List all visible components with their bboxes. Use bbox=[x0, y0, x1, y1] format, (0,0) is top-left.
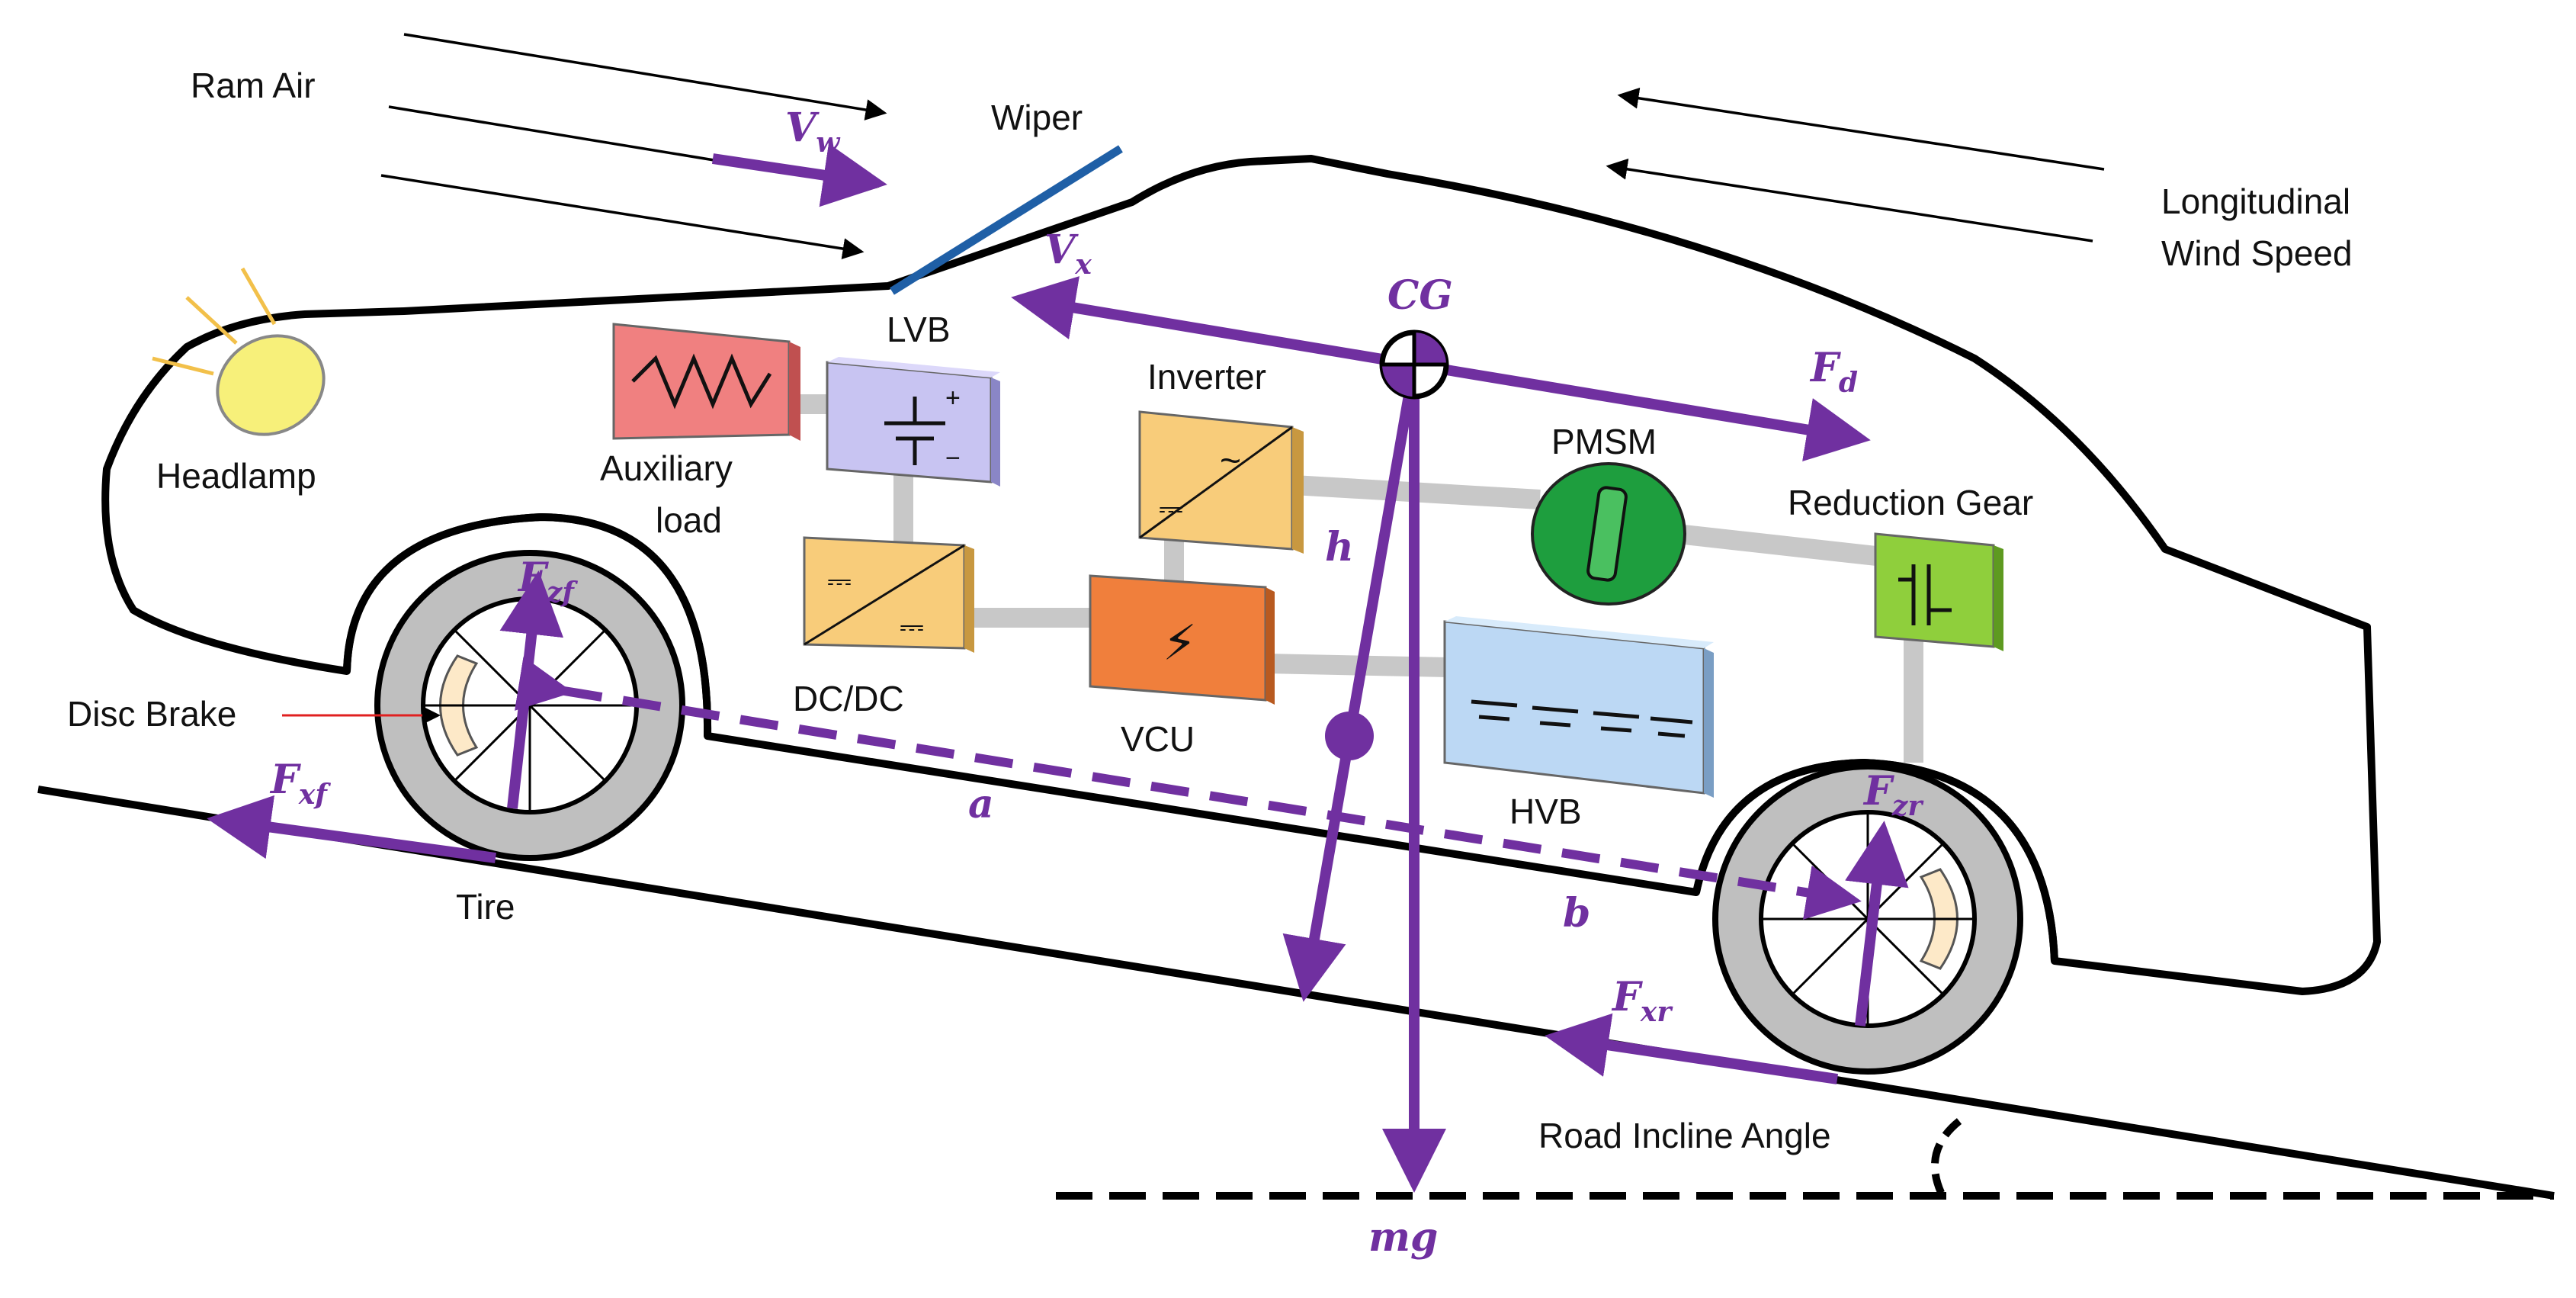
headlamp-ray-1 bbox=[152, 356, 214, 376]
cg-symbol: CG bbox=[1387, 272, 1453, 319]
fzr-symbol: Fzr bbox=[1862, 768, 1924, 822]
longitudinal-wind-label-1: Longitudinal bbox=[2161, 182, 2350, 221]
headlamp-ray-3 bbox=[240, 267, 277, 326]
a-symbol: a bbox=[968, 781, 994, 827]
dcdc-box: ⎓ ⎓ bbox=[803, 536, 974, 653]
fxr-arrow bbox=[1545, 1013, 1839, 1084]
vcu-label: VCU bbox=[1121, 719, 1195, 759]
gear-icon bbox=[1898, 564, 1952, 625]
auxiliary-load-label-2: load bbox=[656, 500, 722, 540]
b-symbol: b bbox=[1563, 890, 1590, 937]
svg-text:⎓: ⎓ bbox=[1159, 492, 1183, 525]
motor-shaft-icon bbox=[1586, 486, 1628, 582]
wiper-label: Wiper bbox=[991, 98, 1083, 137]
lvb-box: + − bbox=[826, 357, 1000, 487]
svg-text:+: + bbox=[945, 384, 961, 413]
wind-arrow-1 bbox=[1617, 87, 2105, 171]
ram-air-arrow-3 bbox=[380, 174, 865, 259]
auxiliary-load-resistor-icon bbox=[631, 353, 772, 410]
longitudinal-wind-label-2: Wind Speed bbox=[2161, 233, 2353, 273]
pmsm-label: PMSM bbox=[1551, 422, 1657, 461]
fd-symbol: Fd bbox=[1809, 345, 1858, 399]
fd-arrow bbox=[1413, 359, 1871, 461]
h-symbol: h bbox=[1325, 524, 1354, 570]
road-incline-angle-label: Road Incline Angle bbox=[1538, 1116, 1831, 1155]
fxr-symbol: Fxr bbox=[1611, 974, 1673, 1028]
ram-air-label: Ram Air bbox=[191, 66, 316, 105]
hvb-box bbox=[1443, 616, 1714, 798]
svg-text:⎓: ⎓ bbox=[827, 564, 852, 598]
a-b-dashed-line bbox=[515, 656, 1862, 920]
cg-marker bbox=[1379, 329, 1449, 400]
wind-arrow-2 bbox=[1606, 158, 2093, 243]
h-line bbox=[1346, 364, 1418, 737]
pmsm-motor bbox=[1531, 462, 1686, 606]
headlamp bbox=[216, 334, 326, 436]
inverter-label: Inverter bbox=[1147, 357, 1266, 397]
svg-text:~: ~ bbox=[1220, 441, 1241, 481]
fzr-arrow bbox=[1845, 821, 1909, 1027]
auxiliary-load-label-1: Auxiliary bbox=[600, 448, 733, 488]
reduction-gear-label: Reduction Gear bbox=[1788, 483, 2033, 522]
auxiliary-load-box bbox=[612, 323, 800, 441]
fxf-arrow bbox=[207, 795, 496, 863]
fxf-symbol: Fxf bbox=[269, 757, 331, 811]
incline-angle-arc bbox=[1930, 1118, 1962, 1198]
vx-symbol: Vx bbox=[1044, 227, 1092, 281]
inverter-box: ⎓ ~ bbox=[1138, 410, 1304, 554]
headlamp-label: Headlamp bbox=[156, 456, 316, 496]
vcu-box: ⚡ bbox=[1089, 574, 1275, 705]
front-wheel-arch bbox=[343, 512, 712, 737]
vw-symbol: Vw bbox=[785, 104, 841, 159]
vw-arrow bbox=[711, 143, 887, 207]
ram-air-arrow-1 bbox=[403, 33, 887, 120]
fzf-symbol: Fzf bbox=[517, 554, 578, 609]
svg-text:−: − bbox=[945, 444, 961, 473]
lvb-label: LVB bbox=[887, 310, 951, 349]
mg-symbol: mg bbox=[1368, 1214, 1438, 1261]
svg-text:⎓: ⎓ bbox=[900, 610, 924, 644]
disc-brake-label: Disc Brake bbox=[67, 694, 236, 734]
vx-arrow bbox=[1011, 276, 1416, 370]
tire-label: Tire bbox=[456, 887, 515, 927]
dcdc-label: DC/DC bbox=[793, 679, 904, 718]
h-ground-point bbox=[1325, 712, 1374, 760]
battery-icon bbox=[884, 397, 945, 465]
reduction-gear-box bbox=[1874, 532, 2003, 651]
wiper bbox=[890, 145, 1123, 295]
hvb-label: HVB bbox=[1509, 792, 1582, 831]
headlamp-ray-2 bbox=[185, 296, 238, 345]
lightning-icon: ⚡ bbox=[1163, 615, 1197, 670]
